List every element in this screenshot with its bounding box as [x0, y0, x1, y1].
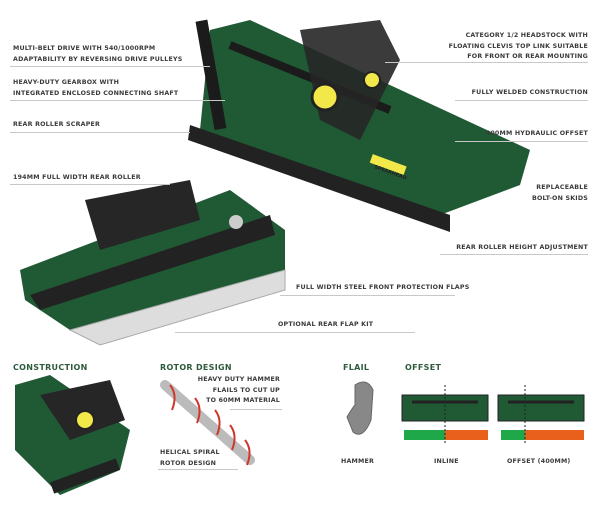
- offset-green-bar: [501, 430, 525, 440]
- leader-line: [385, 62, 588, 63]
- rear-mower-illustration: [20, 180, 286, 346]
- heading-rotor-design: ROTOR DESIGN: [160, 363, 232, 372]
- leader-line: [10, 100, 225, 101]
- heading-flail: FLAIL: [343, 363, 370, 372]
- callout-skids: REPLACEABLE BOLT-ON SKIDS: [532, 183, 588, 204]
- callout-line: MULTI-BELT DRIVE WITH 540/1000RPM: [13, 45, 156, 52]
- leader-line: [10, 132, 190, 133]
- leader-line: [158, 469, 238, 470]
- note-line: HEAVY DUTY HAMMER: [197, 376, 280, 383]
- leader-line: [440, 254, 588, 255]
- hammer-flail-note: HEAVY DUTY HAMMER FLAILS TO CUT UP TO 60MM…: [198, 375, 280, 407]
- callout-multi-belt-drive: MULTI-BELT DRIVE WITH 540/1000RPM ADAPTAB…: [13, 44, 182, 65]
- leader-line: [280, 295, 455, 296]
- callout-line: BOLT-ON SKIDS: [531, 194, 588, 202]
- callout-line: FOR FRONT OR REAR MOUNTING: [467, 53, 588, 60]
- leader-line: [230, 409, 282, 410]
- offset-caption: OFFSET (400MM): [507, 458, 571, 465]
- hammer-flail-illustration: [346, 381, 374, 435]
- flail-caption: HAMMER: [341, 458, 375, 465]
- callout-headstock: CATEGORY 1/2 HEADSTOCK WITH FLOATING CLEV…: [449, 31, 588, 63]
- callout-hydraulic-offset: 400MM HYDRAULIC OFFSET: [485, 130, 588, 137]
- note-line: TO 60MM MATERIAL: [206, 397, 280, 404]
- callout-front-flaps: FULL WIDTH STEEL FRONT PROTECTION FLAPS: [296, 284, 470, 291]
- leader-line: [10, 66, 210, 67]
- inline-orange-bar: [445, 430, 488, 440]
- inline-green-bar: [404, 430, 445, 440]
- callout-line: INTEGRATED ENCLOSED CONNECTING SHAFT: [13, 89, 179, 97]
- construction-thumbnail: [15, 375, 130, 495]
- main-mower-illustration: [188, 19, 530, 232]
- callout-rear-flap-kit: OPTIONAL REAR FLAP KIT: [278, 321, 374, 328]
- note-line: HELICAL SPIRAL: [160, 449, 220, 456]
- leader-line: [455, 141, 588, 142]
- callout-line: CATEGORY 1/2 HEADSTOCK WITH: [465, 32, 588, 39]
- heading-construction: CONSTRUCTION: [13, 363, 88, 372]
- note-line: FLAILS TO CUT UP: [212, 386, 280, 394]
- callout-rear-roller-scraper: REAR ROLLER SCRAPER: [13, 121, 101, 128]
- callout-roller-height: REAR ROLLER HEIGHT ADJUSTMENT: [456, 244, 588, 251]
- offset-orange-bar: [525, 430, 584, 440]
- callout-rear-roller: 194MM FULL WIDTH REAR ROLLER: [13, 174, 141, 181]
- helical-spiral-note: HELICAL SPIRAL ROTOR DESIGN: [160, 448, 220, 469]
- callout-line: FLOATING CLEVIS TOP LINK SUITABLE: [448, 42, 588, 50]
- leader-line: [10, 184, 170, 185]
- callout-gearbox: HEAVY-DUTY GEARBOX WITH INTEGRATED ENCLOS…: [13, 78, 178, 99]
- callout-line: HEAVY-DUTY GEARBOX WITH: [13, 79, 120, 86]
- offset-inline-diagram: [401, 385, 489, 445]
- leader-line: [455, 100, 588, 101]
- note-line: ROTOR DESIGN: [160, 459, 217, 467]
- heading-offset: OFFSET: [405, 363, 442, 372]
- leader-line: [175, 332, 415, 333]
- offset-400mm-diagram: [497, 385, 585, 445]
- inline-caption: INLINE: [434, 458, 459, 465]
- callout-fully-welded: FULLY WELDED CONSTRUCTION: [471, 89, 588, 96]
- rotor-illustration: [160, 380, 255, 466]
- callout-line: ADAPTABILITY BY REVERSING DRIVE PULLEYS: [13, 55, 183, 63]
- callout-line: REPLACEABLE: [536, 184, 588, 191]
